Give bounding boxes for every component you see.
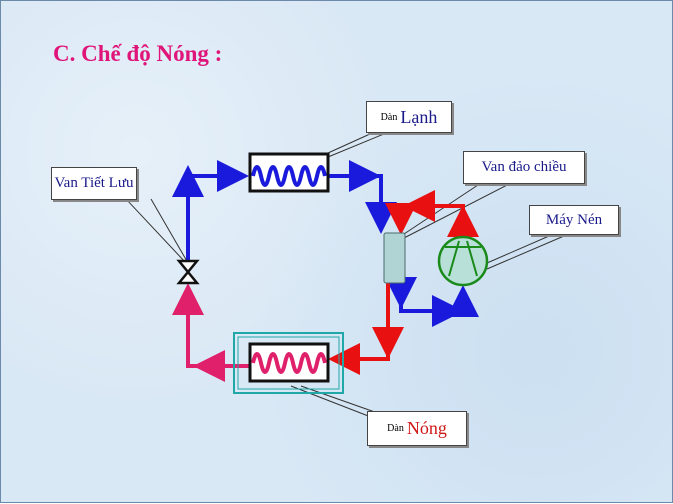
label-compressor: Máy Nén: [529, 205, 619, 235]
label-reversing-valve: Van đảo chiều: [463, 151, 585, 184]
evaporator-coil: [248, 152, 330, 193]
evaporator-name: Lạnh: [400, 106, 438, 127]
label-condenser: Dàn Nóng: [367, 411, 467, 446]
condenser-coil: [233, 332, 344, 394]
compressor-icon: [437, 235, 489, 287]
slide-title: C. Chế độ Nóng :: [53, 41, 223, 66]
condenser-name: Nóng: [406, 418, 447, 438]
evaporator-prefix: Dàn: [380, 111, 398, 123]
condenser-prefix: Dàn: [387, 423, 404, 434]
reversing-valve-icon: [383, 232, 406, 284]
hot-gas-line: [328, 190, 479, 375]
liquid-line: [172, 283, 250, 382]
expansion-valve-icon: [176, 259, 200, 285]
label-evaporator: Dàn Lạnh: [366, 101, 452, 133]
cold-line: [172, 160, 479, 327]
label-expansion-valve: Van Tiết Lưu: [51, 167, 137, 200]
